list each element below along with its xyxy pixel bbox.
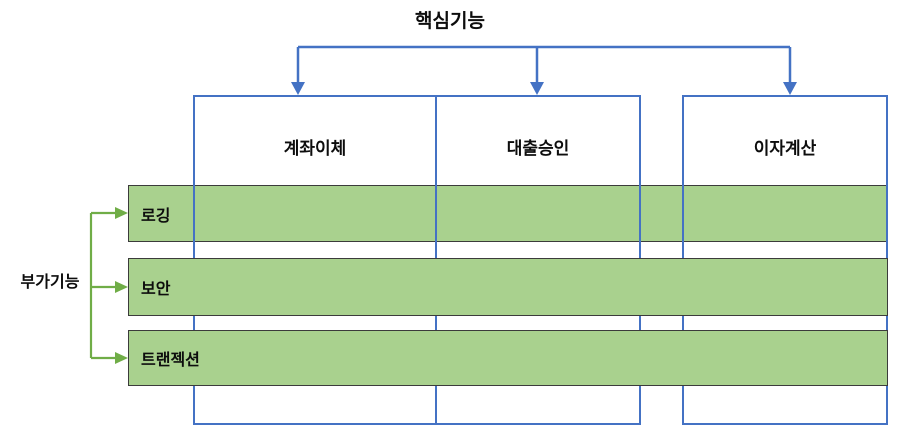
aspect-group-label: 부가기능: [20, 274, 80, 291]
aspect-bar-security[interactable]: 보안: [128, 258, 888, 316]
arrow-down-icon: [291, 82, 305, 95]
core-column-label: 대출승인: [506, 139, 570, 158]
diagram-title: 핵심기능: [415, 11, 485, 32]
aspect-bar-label: 보안: [141, 281, 171, 298]
aspect-bar-logging[interactable]: 로깅: [128, 185, 888, 242]
core-column-label: 계좌이체: [283, 139, 347, 158]
arrow-right-icon: [115, 352, 128, 364]
arrow-right-icon: [115, 207, 128, 219]
aspect-bar-label: 트랜젝션: [141, 352, 200, 369]
arrow-right-icon: [115, 281, 128, 293]
aspect-bar-label: 로깅: [141, 207, 171, 225]
arrow-down-icon: [783, 82, 797, 95]
arrow-down-icon: [530, 82, 544, 95]
core-column-label: 이자계산: [753, 139, 817, 158]
aspect-bar-transaction[interactable]: 트랜젝션: [128, 330, 888, 386]
